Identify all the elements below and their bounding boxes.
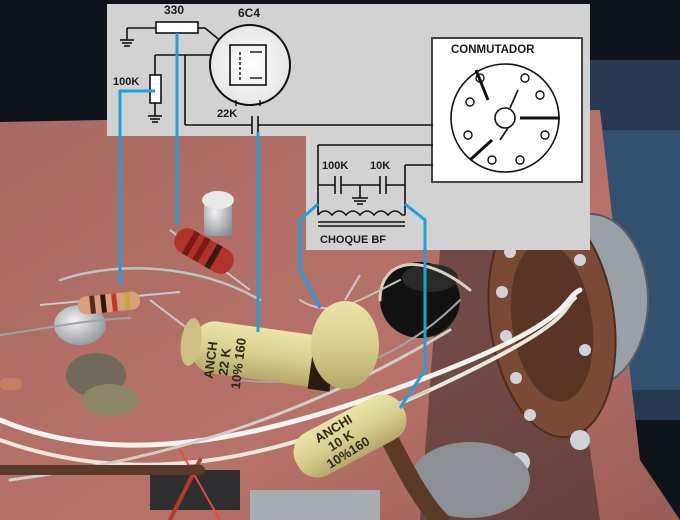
label-resistor-330: 330 [164, 3, 185, 17]
label-tube-6c4: 6C4 [238, 6, 261, 20]
label-choke: CHOQUE BF [320, 234, 386, 246]
hardware-bolts [54, 191, 530, 520]
label-resistor-100k: 100K [113, 76, 140, 88]
schematic-wiring [120, 21, 433, 227]
resistor-330-photo [169, 228, 251, 291]
label-capacitor-10k: 10K [370, 160, 391, 172]
tube-symbol [209, 24, 291, 106]
label-capacitor-100k: 100K [322, 160, 349, 172]
rotary-switch-symbol [450, 63, 560, 173]
label-capacitor-22k: 22K [217, 108, 238, 120]
capacitor-100k-photo [311, 274, 379, 389]
resistor-100k-photo [39, 291, 181, 315]
capacitor-large-marking: ANCH 22 K 10% 160 [200, 337, 249, 390]
capacitor-10k-photo [293, 389, 431, 478]
resistor-edge-photo [0, 378, 22, 390]
leader-lines [118, 33, 427, 409]
wafer-switch [487, 196, 649, 472]
label-switch-title: CONMUTADOR [451, 44, 535, 56]
